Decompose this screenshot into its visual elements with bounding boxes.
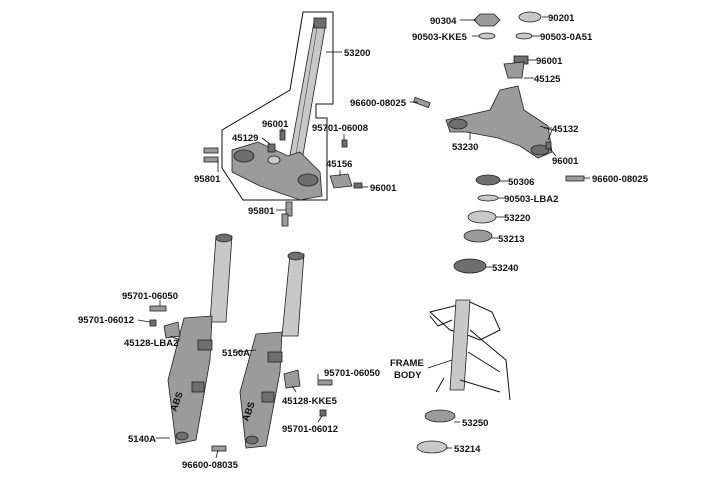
label-45129: 45129 — [232, 133, 258, 144]
bolt-95701-06008 — [341, 139, 348, 148]
label-95701-06012-b: 95701-06012 — [282, 424, 338, 435]
clamp-45128-lba2 — [163, 321, 181, 339]
bolts-95801-b — [281, 201, 293, 227]
label-96600-08025-a: 96600-08025 — [350, 98, 407, 109]
bolt-96001-right — [545, 141, 552, 150]
label-45128-kke5: 45128-KKE5 — [282, 396, 338, 407]
label-96001-stem2: 96001 — [370, 183, 397, 194]
label-95801-b: 95801 — [248, 206, 275, 217]
nut-95701-06012-a — [149, 319, 157, 327]
label-53220: 53220 — [504, 213, 530, 224]
bolt-96600-08025-b — [565, 175, 585, 182]
label-body: BODY — [394, 370, 422, 381]
lower-bracket — [231, 141, 323, 201]
label-45128-lba2: 45128-LBA2 — [124, 338, 178, 349]
label-90503-0a51: 90503-0A51 — [540, 32, 593, 43]
label-45156: 45156 — [326, 159, 352, 170]
bolt-96600-08035 — [211, 445, 227, 452]
label-96600-08035: 96600-08035 — [182, 460, 239, 471]
label-95701-06012-a: 95701-06012 — [78, 315, 134, 326]
oring-90503-0a51 — [515, 32, 533, 40]
race-53250 — [424, 409, 456, 423]
label-5140a: 5140A — [128, 434, 156, 445]
nut-90304 — [473, 13, 501, 27]
bolt-96600-08025-a — [412, 96, 431, 109]
race-53214 — [416, 440, 448, 454]
bracket-45125 — [503, 61, 525, 79]
washer-90201 — [518, 11, 542, 23]
label-95701-06050-b: 95701-06050 — [324, 368, 380, 379]
race-53220 — [467, 210, 497, 224]
label-95701-06008: 95701-06008 — [312, 123, 368, 134]
cable-45132 — [539, 125, 553, 141]
label-95701-06050-a: 95701-06050 — [122, 291, 178, 302]
label-53250: 53250 — [462, 418, 488, 429]
bracket-45129 — [267, 143, 276, 153]
label-53240: 53240 — [492, 263, 518, 274]
label-53213: 53213 — [498, 234, 524, 245]
label-50306: 50306 — [508, 177, 534, 188]
label-45132: 45132 — [552, 124, 578, 135]
bolt-96001-stem — [279, 129, 286, 141]
label-90304: 90304 — [430, 16, 457, 27]
frame-body — [428, 299, 511, 401]
leader-lines — [137, 16, 590, 459]
label-96001-stem: 96001 — [262, 119, 289, 130]
bearing-53213 — [463, 229, 493, 243]
stem-group-outline — [221, 11, 334, 201]
label-96001-top: 96001 — [536, 56, 563, 67]
steering-stem-tube — [286, 17, 327, 173]
oring-90503-kke5 — [478, 32, 496, 40]
label-53200: 53200 — [344, 48, 370, 59]
clamp-45156 — [329, 173, 353, 189]
washer-90503-lba2 — [477, 194, 499, 202]
label-53214: 53214 — [454, 444, 481, 455]
bolt-96001-stem2 — [353, 182, 363, 189]
label-90503-kke5: 90503-KKE5 — [412, 32, 468, 43]
label-96001-right: 96001 — [552, 156, 579, 167]
label-90201: 90201 — [548, 13, 575, 24]
label-90503-lba2: 90503-LBA2 — [504, 194, 558, 205]
clamp-45128-kke5 — [283, 369, 301, 389]
fork-leg-left — [167, 233, 233, 445]
bolt-95701-06050-b — [317, 379, 333, 386]
label-5150a: 5150A — [222, 348, 250, 359]
upper-triple-clamp — [445, 85, 553, 159]
label-53230: 53230 — [452, 142, 478, 153]
label-95801-a: 95801 — [194, 174, 221, 185]
nut-95701-06012-b — [319, 409, 327, 417]
fork-leg-right — [239, 251, 305, 449]
race-53240 — [453, 258, 487, 274]
label-45125: 45125 — [534, 74, 561, 85]
label-96600-08025-b: 96600-08025 — [592, 174, 649, 185]
nut-50306 — [475, 174, 501, 186]
bolt-95701-06050-a — [149, 305, 167, 312]
bolts-95801-a — [203, 147, 219, 163]
label-frame: FRAME — [390, 358, 424, 369]
